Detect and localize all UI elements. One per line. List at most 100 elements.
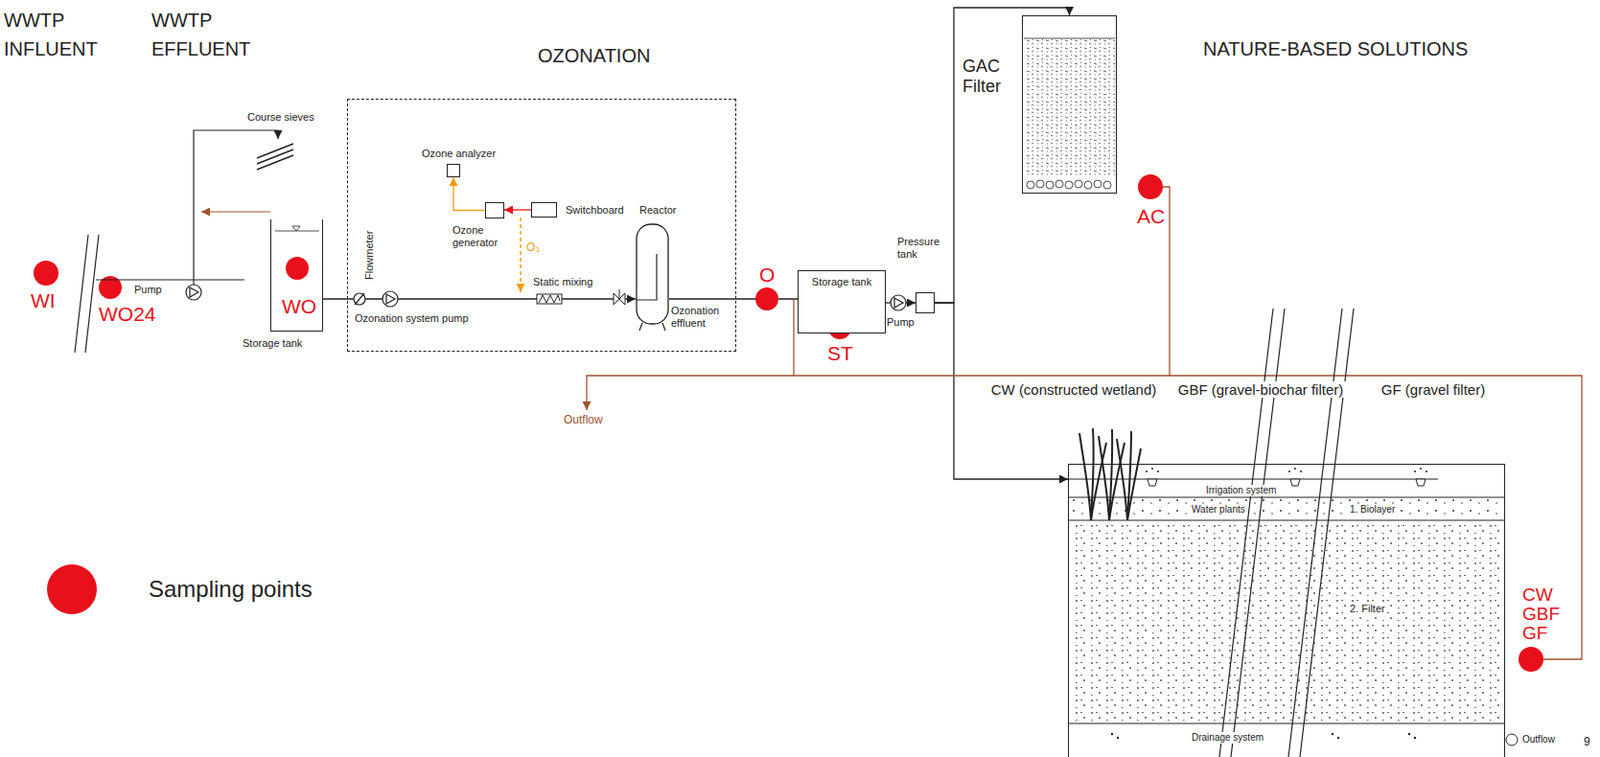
gac-filter: GAC Filter (1021, 15, 1117, 194)
valve-symbol (619, 289, 621, 300)
legend-swatch (46, 564, 97, 615)
compartment-divider (1230, 308, 1285, 757)
compartment-divider (1219, 308, 1354, 757)
effluent-intake (193, 130, 279, 285)
gac-media (1026, 180, 1112, 189)
pump-symbol (189, 287, 199, 298)
outflow-line (586, 186, 1170, 411)
pipe-connector (323, 298, 636, 300)
wetland-layers (1290, 479, 1300, 487)
gac-media (1103, 181, 1112, 189)
effluent-intake (95, 130, 320, 285)
gac-media (1055, 180, 1064, 188)
node-label: Drainage system (1189, 732, 1266, 744)
sampling-label: GBF (1522, 603, 1560, 626)
section-heading: OZONATION (537, 45, 650, 68)
gac-media (1036, 180, 1044, 188)
pump-symbol (386, 294, 395, 304)
gac-media (1023, 38, 1115, 40)
reactor-pipe (636, 254, 657, 301)
wetland-layers (1151, 467, 1154, 470)
wetland-layers (1067, 479, 1506, 724)
sampling-label: O (759, 263, 775, 287)
water-plants (1127, 448, 1141, 521)
compartment-divider (1219, 308, 1274, 757)
flowmeter-symbol (353, 293, 366, 305)
flowmeter-symbol (353, 293, 366, 305)
gac-media (1023, 38, 1115, 189)
sampling-label: AC (1136, 205, 1165, 229)
wetland-layers (1294, 467, 1297, 470)
static-mixer (536, 294, 562, 304)
return-line (201, 210, 271, 212)
node-label: 1. Biolayer (1347, 504, 1397, 516)
water-plants (1116, 439, 1128, 521)
water-plants (1098, 436, 1110, 521)
outflow-label: Outflow (1522, 734, 1555, 746)
gac-media (1023, 38, 1115, 178)
wetland-layers (1116, 737, 1119, 740)
sampling-dot (755, 287, 779, 311)
wetland-layers (1331, 733, 1334, 736)
sampling-label: WO24 (98, 302, 157, 326)
effluent-intake (95, 278, 245, 280)
wwtp-boundary (74, 234, 89, 353)
water-plants (1079, 428, 1141, 521)
wetland-layers (1506, 734, 1518, 746)
node-label: Ozone analyzer (421, 147, 496, 161)
legend-label: Sampling points (148, 576, 313, 603)
wetland-layers (1414, 470, 1416, 473)
wetland-basin: Irrigation systemWater plants1. Biolayer… (1067, 463, 1506, 757)
reactor-outline (636, 224, 669, 325)
unit-label: GBF (gravel-biochar filter) (1175, 381, 1347, 398)
sampling-label: WO (281, 295, 317, 319)
part-label: Ozonation effluent (671, 304, 735, 329)
page-number: 9 (1583, 736, 1591, 750)
pressure-tank: Pressure tank (915, 292, 935, 314)
storage-tank: Storage tank (797, 270, 886, 334)
wwtp-boundary (85, 234, 99, 353)
wetland-layers (1337, 737, 1340, 740)
wetland-layers (1067, 467, 1518, 746)
reactor-vessel: Reactor (635, 223, 670, 331)
effluent-intake (256, 143, 294, 170)
outflow-line (792, 299, 794, 376)
sampling-label: CW (1522, 584, 1554, 606)
unit-label: GF (gravel filter) (1378, 381, 1488, 398)
part-label: Pump (134, 283, 163, 297)
gac-media (1074, 180, 1083, 188)
unit-label: CW (constructed wetland) (988, 381, 1160, 398)
sampling-label: GF (1522, 623, 1548, 645)
gac-media (1065, 181, 1073, 189)
connectors (323, 7, 1070, 480)
valve-symbol (613, 289, 626, 305)
reactor-leg (639, 323, 666, 331)
wetland-layers (1147, 479, 1158, 487)
node-label: Ozone generator (452, 224, 520, 249)
analyzer-box: Ozone analyzer (446, 163, 461, 178)
wetland-layers (1419, 467, 1422, 470)
wetland-layers (1408, 733, 1411, 736)
wetland-layers (1414, 737, 1416, 740)
sampling-label: ST (827, 342, 854, 366)
sampling-dot (1137, 174, 1163, 200)
wetland-layers (1069, 498, 1504, 520)
node-label: Storage tank (242, 337, 302, 350)
sampling-dot (1518, 647, 1544, 673)
wetland-layers (1067, 723, 1506, 725)
effluent-intake (292, 226, 301, 232)
node-label: Reactor (639, 204, 677, 217)
wetland-layers (1147, 479, 1426, 487)
wetland-layers (1415, 479, 1426, 487)
wetland-layers (1069, 522, 1504, 722)
gac-media (1084, 181, 1092, 189)
part-label: Flowmeter (363, 231, 376, 280)
part-label: Ozonation system pump (354, 312, 469, 325)
legend-item: Sampling points (46, 564, 313, 615)
flowmeter-symbol (354, 293, 365, 305)
wetland-layers (1157, 470, 1160, 473)
static-mixer (536, 294, 562, 304)
section-heading: NATURE-BASED SOLUTIONS (1203, 38, 1468, 61)
wetland-layers (1111, 467, 1428, 740)
